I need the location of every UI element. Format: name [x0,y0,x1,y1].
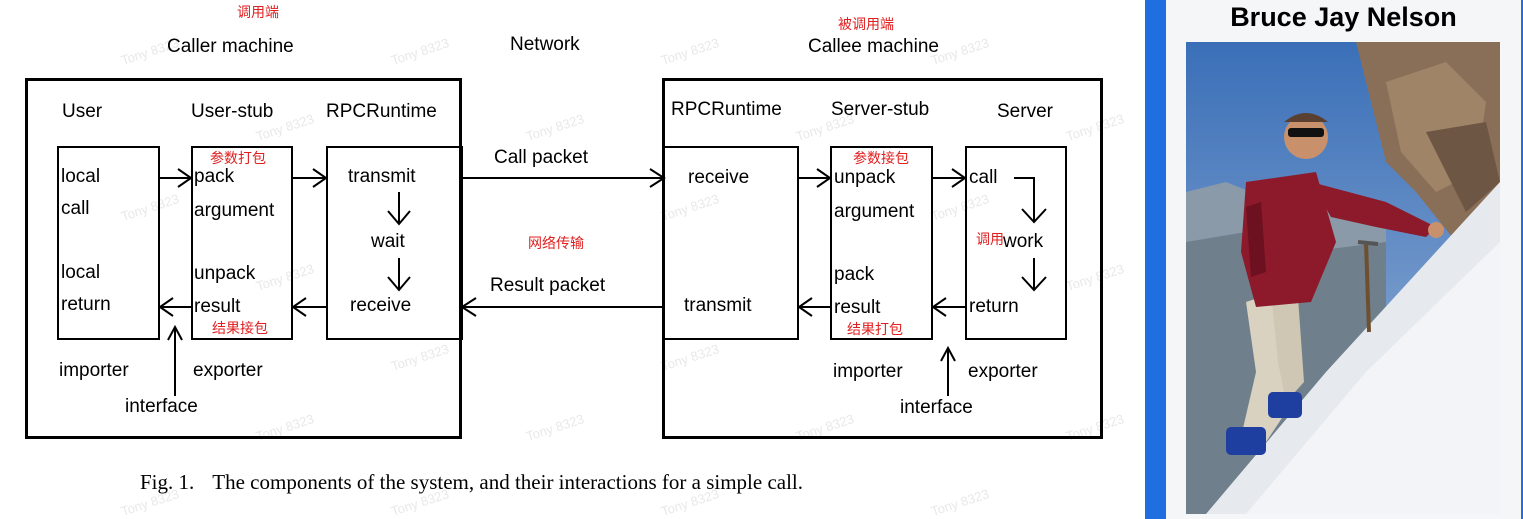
server-stub-argument: argument [834,201,915,222]
caller-machine-box [25,78,462,439]
network-transport-note: 网络传输 [528,236,584,252]
callee-annotation: 被调用端 [838,17,894,33]
server-stub-note-unpack: 参数接包 [853,151,909,167]
result-packet-label: Result packet [490,275,606,296]
server-stub-note-pack: 结果打包 [847,322,903,338]
caller-runtime-label: RPCRuntime [326,101,437,122]
user-local-call-1: local [61,166,101,187]
caller-runtime-box [326,146,463,340]
server-call: call [969,167,998,188]
server-stub-pack: pack [834,264,875,285]
user-stub-result: result [194,296,241,317]
user-stub-unpack: unpack [194,263,256,284]
watermark: Tony 8323 [659,35,721,68]
callee-runtime-transmit: transmit [684,295,752,316]
server-invoke-note: 调用 [976,232,1004,248]
user-stub-label: User-stub [191,101,274,122]
person-name: Bruce Jay Nelson [1230,2,1457,32]
watermark: Tony 8323 [929,486,991,519]
callee-runtime-box [662,146,799,340]
caller-importer: importer [59,360,129,381]
server-return: return [969,296,1019,317]
network-title: Network [510,34,580,55]
caller-runtime-wait: wait [371,231,405,252]
caller-title: Caller machine [167,36,294,57]
user-box [57,146,160,340]
user-stub-note-pack: 参数打包 [210,151,266,167]
server-stub-label: Server-stub [831,99,930,120]
figure-number: Fig. 1. [140,470,195,494]
callee-runtime-receive: receive [688,167,750,188]
server-stub-unpack: unpack [834,167,896,188]
server-work: work [1003,231,1044,252]
watermark: Tony 8323 [389,35,451,68]
caller-exporter: exporter [193,360,263,381]
caller-runtime-receive: receive [350,295,412,316]
watermark: Tony 8323 [524,411,586,444]
user-local-return-2: return [61,294,111,315]
server-stub-box [830,146,933,340]
figure-caption-text: The components of the system, and their … [212,470,804,494]
server-label: Server [997,101,1053,122]
server-stub-result: result [834,297,881,318]
user-stub-argument: argument [194,200,275,221]
user-local-return-1: local [61,262,101,283]
user-local-call-2: call [61,198,90,219]
callee-importer: importer [833,361,903,382]
figure-caption: Fig. 1. The components of the system, and… [140,470,803,495]
call-packet-label: Call packet [494,147,588,168]
callee-title: Callee machine [808,36,939,57]
callee-exporter: exporter [968,361,1038,382]
caller-runtime-transmit: transmit [348,166,416,187]
server-box [965,146,1067,340]
caller-interface: interface [125,396,198,417]
user-label: User [62,101,103,122]
user-stub-pack: pack [194,166,235,187]
callee-runtime-label: RPCRuntime [671,99,782,120]
user-stub-box [191,146,293,340]
caller-annotation: 调用端 [237,5,279,21]
callee-interface: interface [900,397,973,418]
portrait-photo [1186,42,1500,514]
user-stub-note-unpack: 结果接包 [212,321,268,337]
watermark: Tony 8323 [524,111,586,144]
